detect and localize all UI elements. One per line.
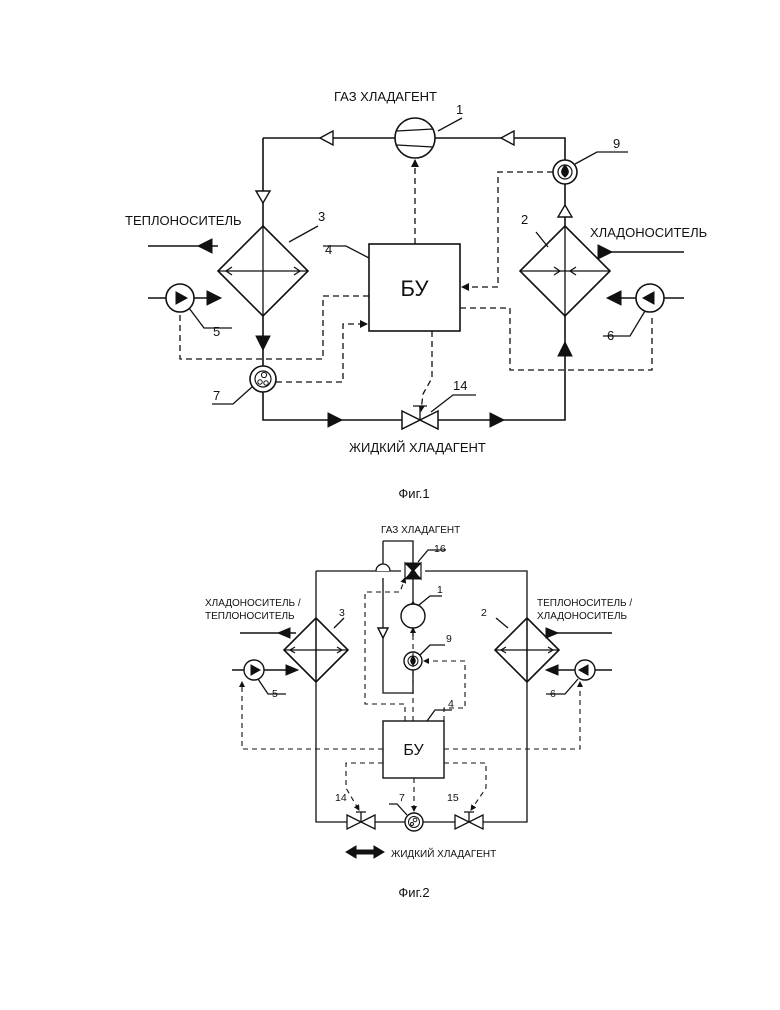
- fig2-callout-1: 1: [437, 584, 443, 596]
- fig2-expansion-valve-15: [455, 812, 483, 829]
- figure-1: ГАЗ ХЛАДАГЕНТ ЖИДКИЙ ХЛАДАГЕНТ ТЕПЛОНОСИ…: [125, 89, 707, 501]
- fig2-left-medium-line1: ХЛАДОНОСИТЕЛЬ /: [205, 598, 301, 609]
- fig2-callout-2: 2: [481, 607, 487, 619]
- fig1-callout-6: 6: [607, 328, 614, 343]
- fig1-left-medium-label: ТЕПЛОНОСИТЕЛЬ: [125, 213, 242, 228]
- fig2-callout-5: 5: [272, 688, 278, 700]
- fig1-callout-1: 1: [456, 102, 463, 117]
- fig2-right-medium-line1: ТЕПЛОНОСИТЕЛЬ /: [537, 598, 632, 609]
- expansion-valve-14: [402, 395, 476, 429]
- fig2-gas-label: ГАЗ ХЛАДАГЕНТ: [381, 525, 460, 536]
- fig1-callout-9: 9: [613, 136, 620, 151]
- fig1-callout-4: 4: [325, 242, 332, 257]
- fig2-compressor-1: [401, 596, 442, 628]
- fig2-callout-9: 9: [446, 633, 452, 645]
- fig1-liquid-label: ЖИДКИЙ ХЛАДАГЕНТ: [349, 440, 486, 455]
- fig2-expansion-valve-14: [347, 812, 375, 829]
- fig1-caption: Фиг.1: [398, 486, 429, 501]
- fig1-callout-14: 14: [453, 378, 467, 393]
- fig2-left-medium-line2: ТЕПЛОНОСИТЕЛЬ: [205, 611, 295, 622]
- fig2-pump-6: [546, 660, 612, 694]
- sensor-7: [212, 366, 276, 404]
- pump-6: [603, 284, 684, 336]
- fig2-refrigerant-loop: [316, 541, 527, 858]
- fig2-caption: Фиг.2: [398, 885, 429, 900]
- fig1-callout-5: 5: [213, 324, 220, 339]
- control-unit-bu: [323, 244, 460, 331]
- fig1-callout-2: 2: [521, 212, 528, 227]
- figure-2: ГАЗ ХЛАДАГЕНТ ЖИДКИЙ ХЛАДАГЕНТ ХЛАДОНОСИ…: [205, 525, 632, 900]
- fig2-callout-7: 7: [399, 792, 405, 804]
- fig2-right-medium-line2: ХЛАДОНОСИТЕЛЬ: [537, 611, 628, 622]
- fig2-callout-14: 14: [335, 792, 347, 804]
- fig2-callout-16: 16: [434, 543, 446, 555]
- fig2-callout-6: 6: [550, 688, 556, 700]
- fig1-right-medium-label: ХЛАДОНОСИТЕЛЬ: [590, 225, 707, 240]
- fig1-gas-label: ГАЗ ХЛАДАГЕНТ: [334, 89, 437, 104]
- fig2-liquid-label: ЖИДКИЙ ХЛАДАГЕНТ: [391, 847, 496, 860]
- fig2-callout-3: 3: [339, 607, 345, 619]
- fig2-callout-15: 15: [447, 792, 459, 804]
- fig1-callout-7: 7: [213, 388, 220, 403]
- fig1-control-unit-label: БУ: [401, 276, 430, 301]
- fig2-sensor-9: [404, 645, 445, 670]
- fig1-callout-3: 3: [318, 209, 325, 224]
- pump-5: [148, 284, 232, 328]
- fig2-control-unit-label: БУ: [403, 742, 424, 759]
- fig2-sensor-7: [389, 804, 423, 831]
- fig2-callout-4: 4: [448, 698, 454, 710]
